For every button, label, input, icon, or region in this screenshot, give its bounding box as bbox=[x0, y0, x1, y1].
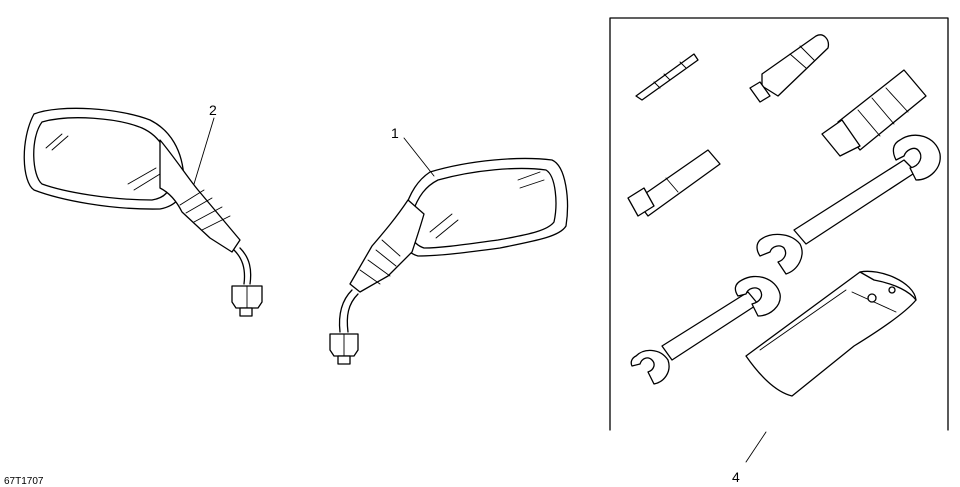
open-wrench-small bbox=[630, 275, 781, 385]
feeler-pick bbox=[635, 53, 699, 101]
open-wrench-large bbox=[756, 134, 941, 275]
screwdriver bbox=[821, 69, 927, 157]
right-mirror bbox=[329, 157, 569, 365]
tool-kit-frame bbox=[609, 17, 949, 431]
callout-number-4: 4 bbox=[732, 469, 740, 485]
callout-number-2: 2 bbox=[209, 102, 217, 118]
left-mirror bbox=[23, 107, 263, 317]
tool-pouch bbox=[745, 270, 917, 397]
callout-number-1: 1 bbox=[391, 125, 399, 141]
callout-leader-4 bbox=[745, 431, 767, 463]
tube-wrench bbox=[627, 149, 721, 217]
plug-socket bbox=[749, 34, 830, 103]
drawing-code: 67T1707 bbox=[4, 476, 44, 487]
tool-kit bbox=[627, 34, 941, 397]
callout-leader-2 bbox=[193, 117, 215, 185]
callout-leader-1 bbox=[403, 137, 435, 177]
